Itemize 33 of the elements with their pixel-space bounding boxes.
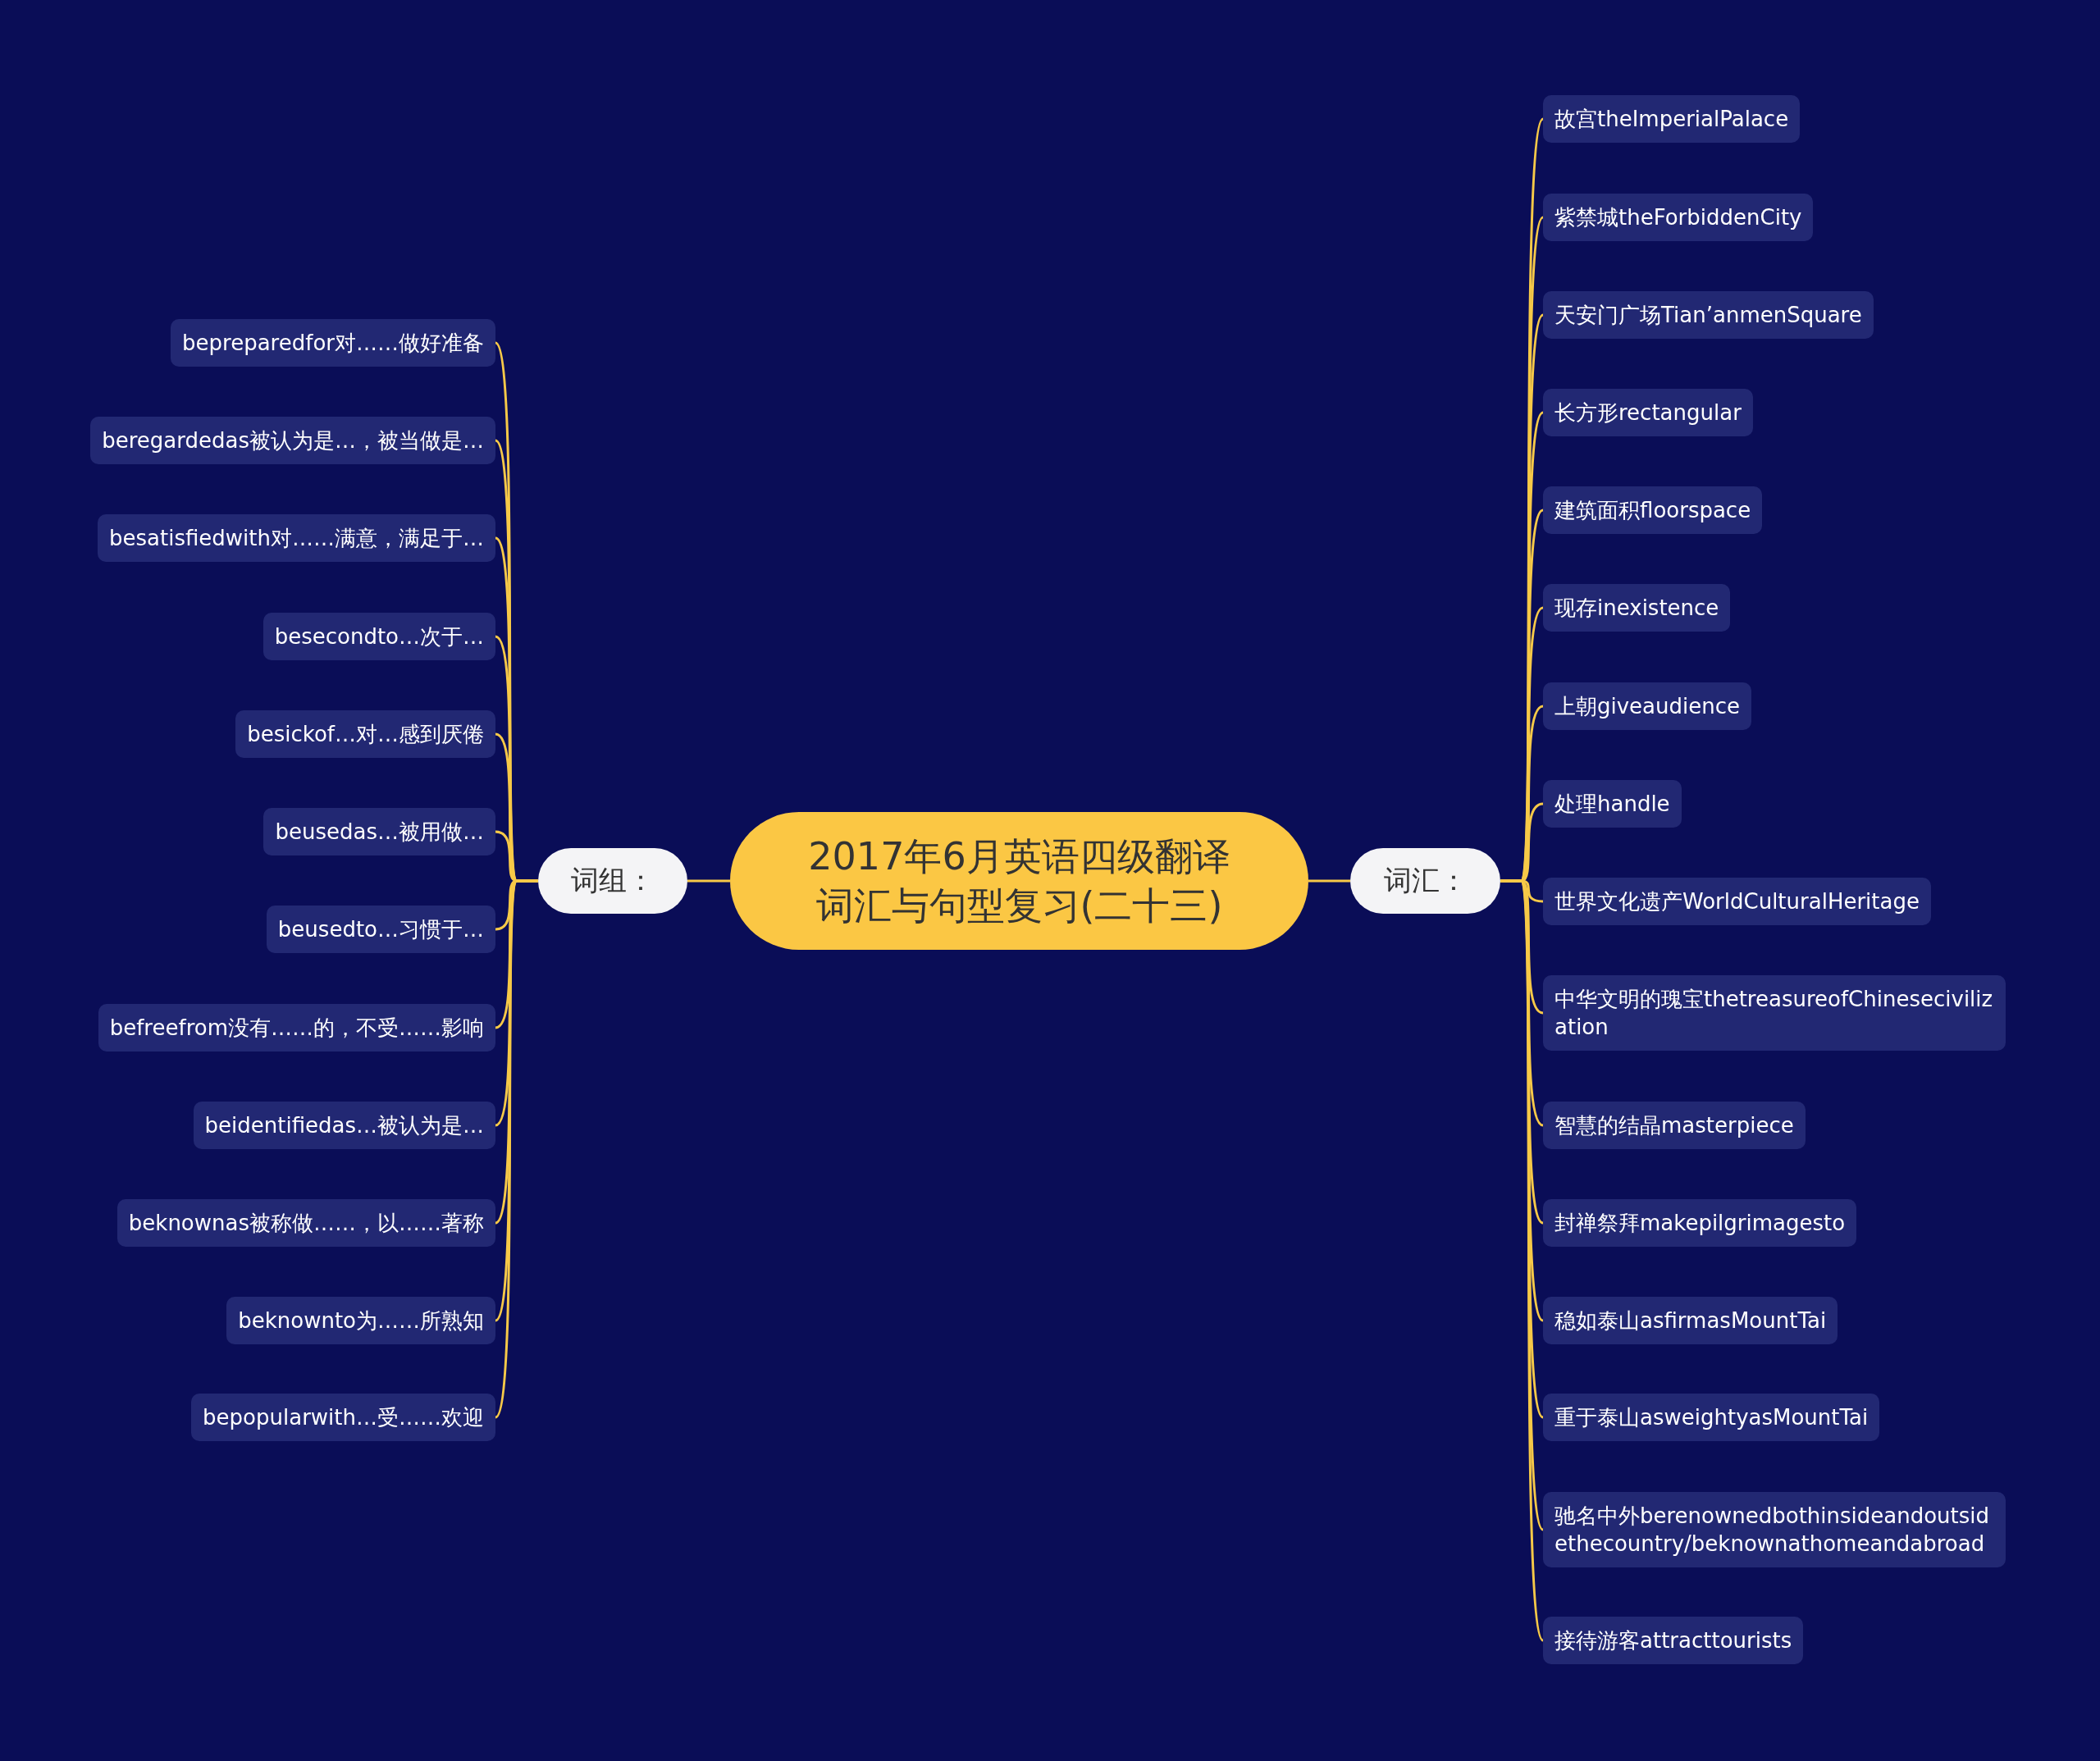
leaf-box: besecondto…次于… (262, 613, 495, 660)
leaf-box: 上朝giveaudience (1543, 682, 1751, 730)
leaf-box: bepopularwith…受……欢迎 (191, 1394, 495, 1441)
leaf-box: 天安门广场Tian’anmenSquare (1543, 291, 1874, 339)
leaf-box: 重于泰山asweightyasMountTai (1543, 1394, 1880, 1441)
leaf-box: 现存inexistence (1543, 584, 1731, 632)
branch-box: 词组： (538, 848, 687, 914)
connector-line (1308, 879, 1350, 883)
leaf-box: beusedas…被用做… (263, 808, 495, 855)
leaf-box: beknownas被称做……，以……著称 (116, 1199, 495, 1247)
leaf-box: besickof…对…感到厌倦 (235, 710, 495, 758)
leaf-box: 驰名中外berenownedbothinsideandoutsidethecountry/beknownathomeandabroad (1543, 1492, 2006, 1567)
leaf-box: 稳如泰山asfirmasMountTai (1543, 1297, 1838, 1344)
leaf-box: 封禅祭拜makepilgrimagesto (1543, 1199, 1857, 1247)
leaf-box: 建筑面积floorspace (1543, 486, 1763, 534)
branch-box: 词汇： (1350, 848, 1500, 914)
leaf-box: 处理handle (1543, 780, 1682, 828)
leaf-box: 中华文明的瑰宝thetreasureofChinesecivilization (1543, 975, 2006, 1051)
leaf-box: 世界文化遗产WorldCulturalHeritage (1543, 878, 1931, 925)
topic-box: 2017年6月英语四级翻译词汇与句型复习(二十三) (730, 812, 1308, 950)
leaf-box: befreefrom没有……的，不受……影响 (98, 1004, 495, 1052)
leaf-box: 紫禁城theForbiddenCity (1543, 194, 1814, 241)
leaf-box: beregardedas被认为是…，被当做是… (90, 417, 495, 464)
leaf-box: 接待游客attracttourists (1543, 1617, 1804, 1664)
connector-line (687, 879, 730, 883)
leaf-box: beidentifiedas…被认为是… (193, 1102, 495, 1149)
leaf-box: beknownto为……所熟知 (226, 1297, 495, 1344)
leaf-box: beusedto…习惯于… (266, 906, 495, 953)
leaf-box: 智慧的结晶masterpiece (1543, 1102, 1806, 1149)
leaf-box: 长方形rectangular (1543, 389, 1753, 436)
leaf-box: bepreparedfor对……做好准备 (171, 319, 495, 367)
leaf-box: besatisfiedwith对……满意，满足于… (98, 514, 495, 562)
leaf-box: 故宫theImperialPalace (1543, 95, 1801, 143)
